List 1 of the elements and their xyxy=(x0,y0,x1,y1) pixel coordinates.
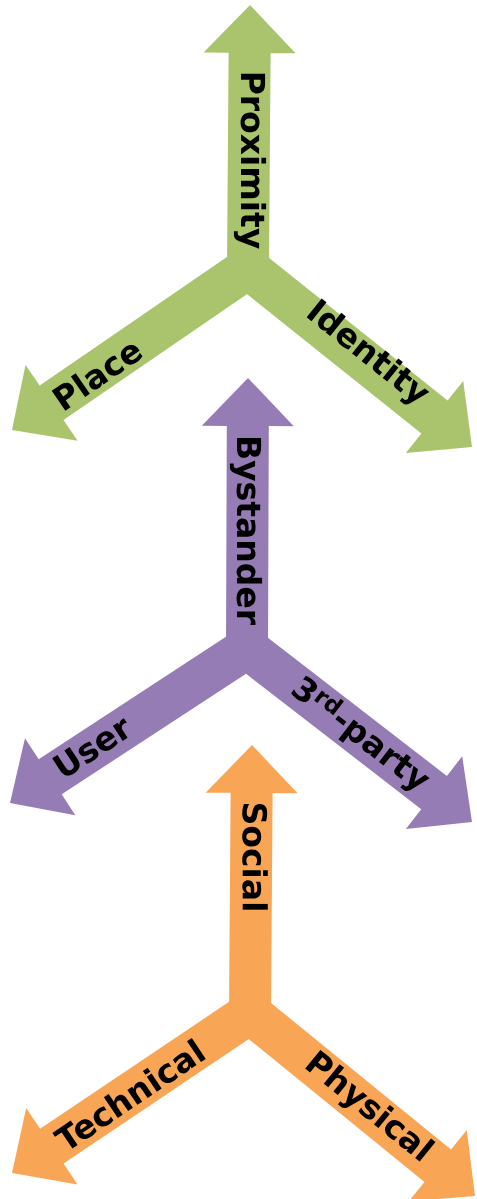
node-label: Proximity xyxy=(233,73,267,249)
